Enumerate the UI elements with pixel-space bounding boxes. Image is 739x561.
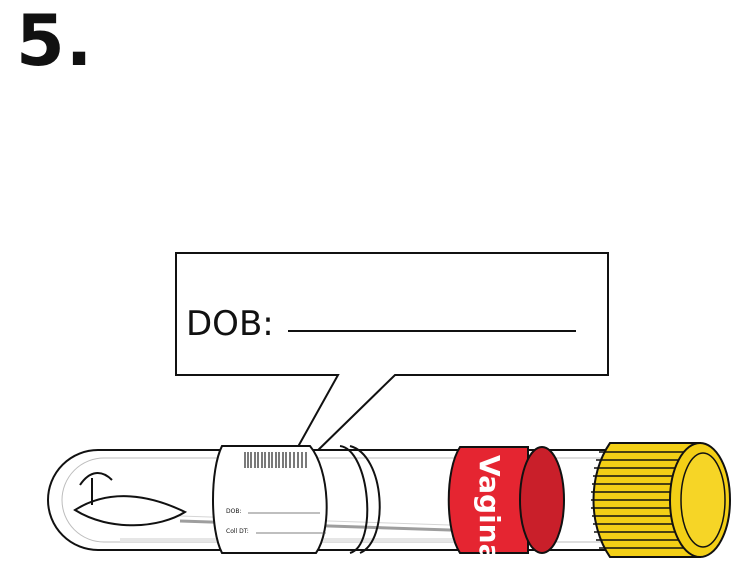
label-dob-text: DOB:: [226, 508, 241, 515]
tube-cap: [591, 443, 730, 557]
band-text: Vaginal: [473, 455, 506, 561]
vaginal-band: Vaginal: [449, 447, 564, 561]
callout-dob-label: DOB:: [186, 304, 274, 344]
label-coll-dt-text: Coll DT:: [226, 528, 249, 535]
